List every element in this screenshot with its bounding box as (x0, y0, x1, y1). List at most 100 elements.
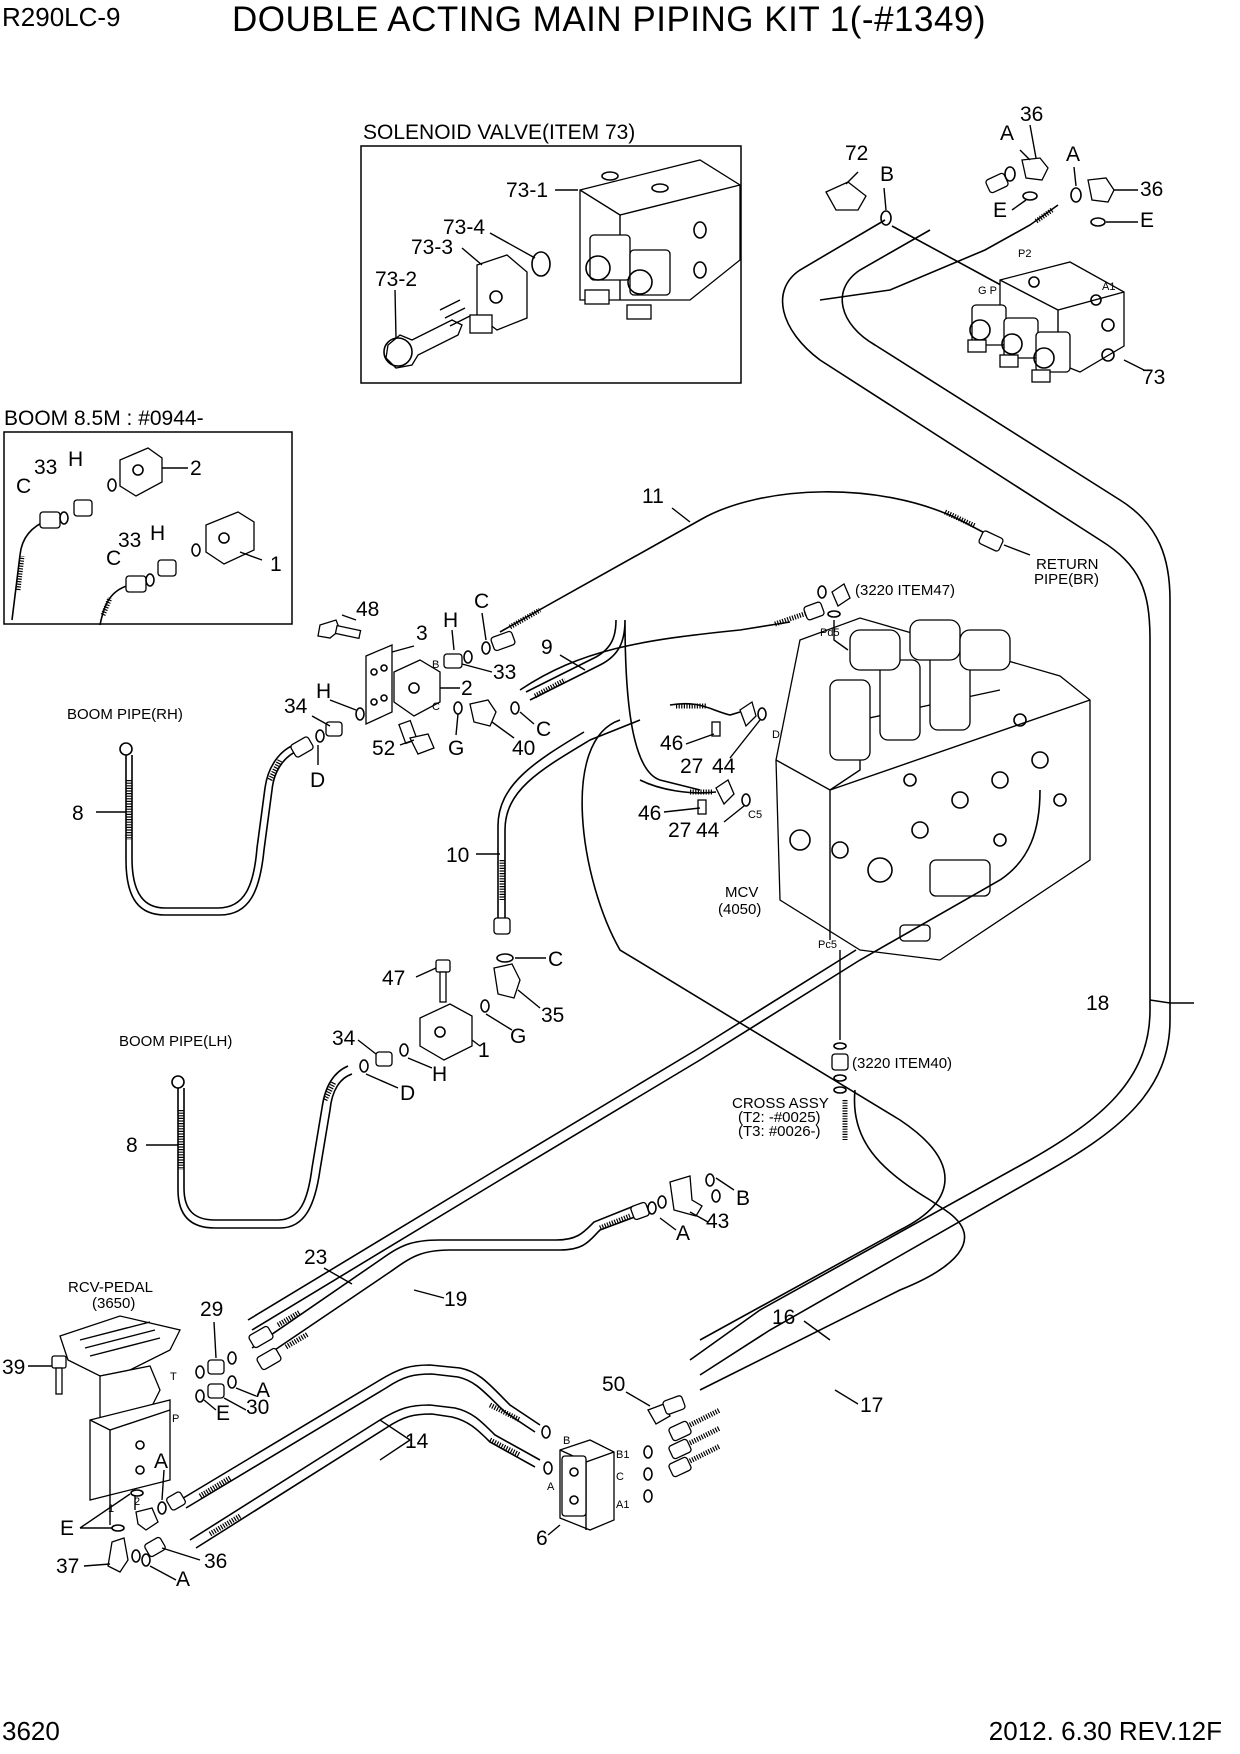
callout-h-3: H (432, 1063, 447, 1086)
callout-2: 2 (461, 677, 473, 700)
callout-33: 33 (493, 661, 516, 684)
pipe-19-b (251, 1205, 635, 1349)
callout-50: 50 (602, 1373, 625, 1396)
callout-36: 36 (204, 1550, 227, 1573)
pipe-18-outer (689, 219, 1151, 1361)
block-1-group: 10 C 35 G 47 1 H 34 D (332, 719, 641, 1105)
adapter-33b (157, 559, 177, 577)
pipe-23 (251, 789, 1041, 1331)
callout-boom-c-b: C (106, 547, 121, 570)
callout-10: 10 (446, 844, 469, 867)
callout-19: 19 (444, 1288, 467, 1311)
boom-pipe-lh-group: BOOM PIPE(LH) 8 (119, 1033, 353, 1229)
revision-date: 2012. 6.30 REV.12F (988, 1716, 1222, 1746)
callout-73-4: 73-4 (443, 216, 485, 239)
callout-a-6: A (176, 1568, 190, 1591)
adapter-33 (443, 653, 463, 669)
hose-8-lh-b (183, 1065, 349, 1221)
elbow-35 (493, 963, 521, 999)
callout-46-a: 46 (660, 732, 683, 755)
callout-48: 48 (356, 598, 379, 621)
adapter-30 (207, 1383, 225, 1399)
pipe-10-b (497, 731, 585, 918)
pipe-11 (499, 491, 999, 633)
bolt-48 (317, 619, 341, 639)
callout-36-top1: 36 (1020, 103, 1043, 126)
pipe-14-lower-b (195, 1413, 536, 1549)
hose-8-rh-b (131, 743, 297, 909)
callout-e-3: E (216, 1402, 230, 1425)
solenoid-inset-frame (360, 145, 742, 384)
note-cross-assy-1: CROSS ASSY (732, 1095, 829, 1112)
boom-inset-hose-lower (99, 584, 131, 626)
port-c-6: C (616, 1471, 624, 1483)
callout-d-1: D (310, 769, 325, 792)
block-2-inset (119, 447, 163, 497)
callout-16: 16 (772, 1306, 795, 1329)
callout-a-top1: A (1000, 122, 1014, 145)
callout-3: 3 (416, 622, 428, 645)
callout-73-2: 73-2 (375, 268, 417, 291)
callout-a-4: A (256, 1379, 270, 1402)
note-boom-pipe-rh: BOOM PIPE(RH) (67, 706, 183, 723)
callout-29: 29 (200, 1298, 223, 1321)
port-a1-top: A1 (1102, 281, 1115, 293)
port-2: 2 (134, 1496, 140, 1508)
port-b-block: B (432, 659, 439, 671)
callout-73-3: 73-3 (411, 236, 453, 259)
adapter-29 (207, 1359, 225, 1375)
boom-pipe-rh-group: BOOM PIPE(RH) 34 H D 8 (67, 680, 365, 916)
callout-52: 52 (372, 737, 395, 760)
callout-boom-1: 1 (270, 553, 282, 576)
boom-inset: BOOM 8.5M : #0944- 33 H C 2 33 H C 1 (3, 407, 293, 626)
callout-18: 18 (1086, 992, 1109, 1015)
callout-73-1: 73-1 (506, 179, 548, 202)
callout-8-rh: 8 (72, 802, 84, 825)
long-pipes: 18 16 17 (581, 219, 1194, 1417)
callout-40: 40 (512, 737, 535, 760)
callout-34-lh: 34 (332, 1027, 356, 1050)
pipe-14-upper (179, 1364, 541, 1501)
callout-b-2: B (736, 1187, 750, 1210)
elbow-37 (107, 1537, 129, 1573)
callout-h-1: H (443, 609, 458, 632)
block-1-inset (205, 511, 255, 565)
elbow-a-rcv (135, 1507, 159, 1531)
callout-11: 11 (642, 485, 664, 508)
port-pd5: Pd5 (820, 627, 840, 639)
callout-35: 35 (541, 1004, 564, 1027)
solenoid-inset-title: SOLENOID VALVE(ITEM 73) (363, 121, 635, 144)
callout-44-a: 44 (712, 755, 736, 778)
callout-1: 1 (478, 1039, 490, 1062)
note-mcv-1: MCV (725, 884, 758, 901)
callout-h-2: H (316, 680, 331, 703)
callout-boom-c-a: C (16, 475, 31, 498)
page-number: 3620 (2, 1716, 60, 1746)
mcv-assembly: (3220 ITEM47) Pd5 MCV (4050) Pc5 (3220 I… (718, 582, 1091, 1140)
header: R290LC-9 DOUBLE ACTING MAIN PIPING KIT 1… (0, 0, 1240, 48)
callout-9: 9 (541, 636, 553, 659)
pipe-9-group: 9 (525, 619, 701, 791)
callout-30: 30 (246, 1396, 269, 1419)
cross-assy-43 (669, 1175, 703, 1217)
port-p: P (172, 1413, 179, 1425)
callout-a-3: A (676, 1222, 690, 1245)
plate-3 (365, 644, 393, 726)
block-6-group: 14 A E 37 36 A B1 C A1 B A (56, 1364, 722, 1591)
pipe-10-top (519, 621, 791, 691)
port-b1: B1 (616, 1449, 629, 1461)
port-c-block: C (432, 701, 440, 713)
callout-g-1: G (448, 737, 464, 760)
callout-8-lh: 8 (126, 1134, 138, 1157)
elbow-40 (469, 699, 497, 727)
note-rcv-1: RCV-PEDAL (68, 1279, 153, 1296)
pressure-switch-72 (825, 181, 867, 211)
callout-34-rh: 34 (284, 695, 308, 718)
solenoid-73-assembly: 72 B A 36 A 36 E E (819, 103, 1165, 389)
hose-72-to-73 (891, 225, 1011, 291)
callout-6: 6 (536, 1527, 548, 1550)
pipe-18-inner (699, 229, 1171, 1376)
callout-39: 39 (2, 1356, 25, 1379)
callout-36-top2: 36 (1140, 178, 1163, 201)
callout-43: 43 (706, 1210, 729, 1233)
